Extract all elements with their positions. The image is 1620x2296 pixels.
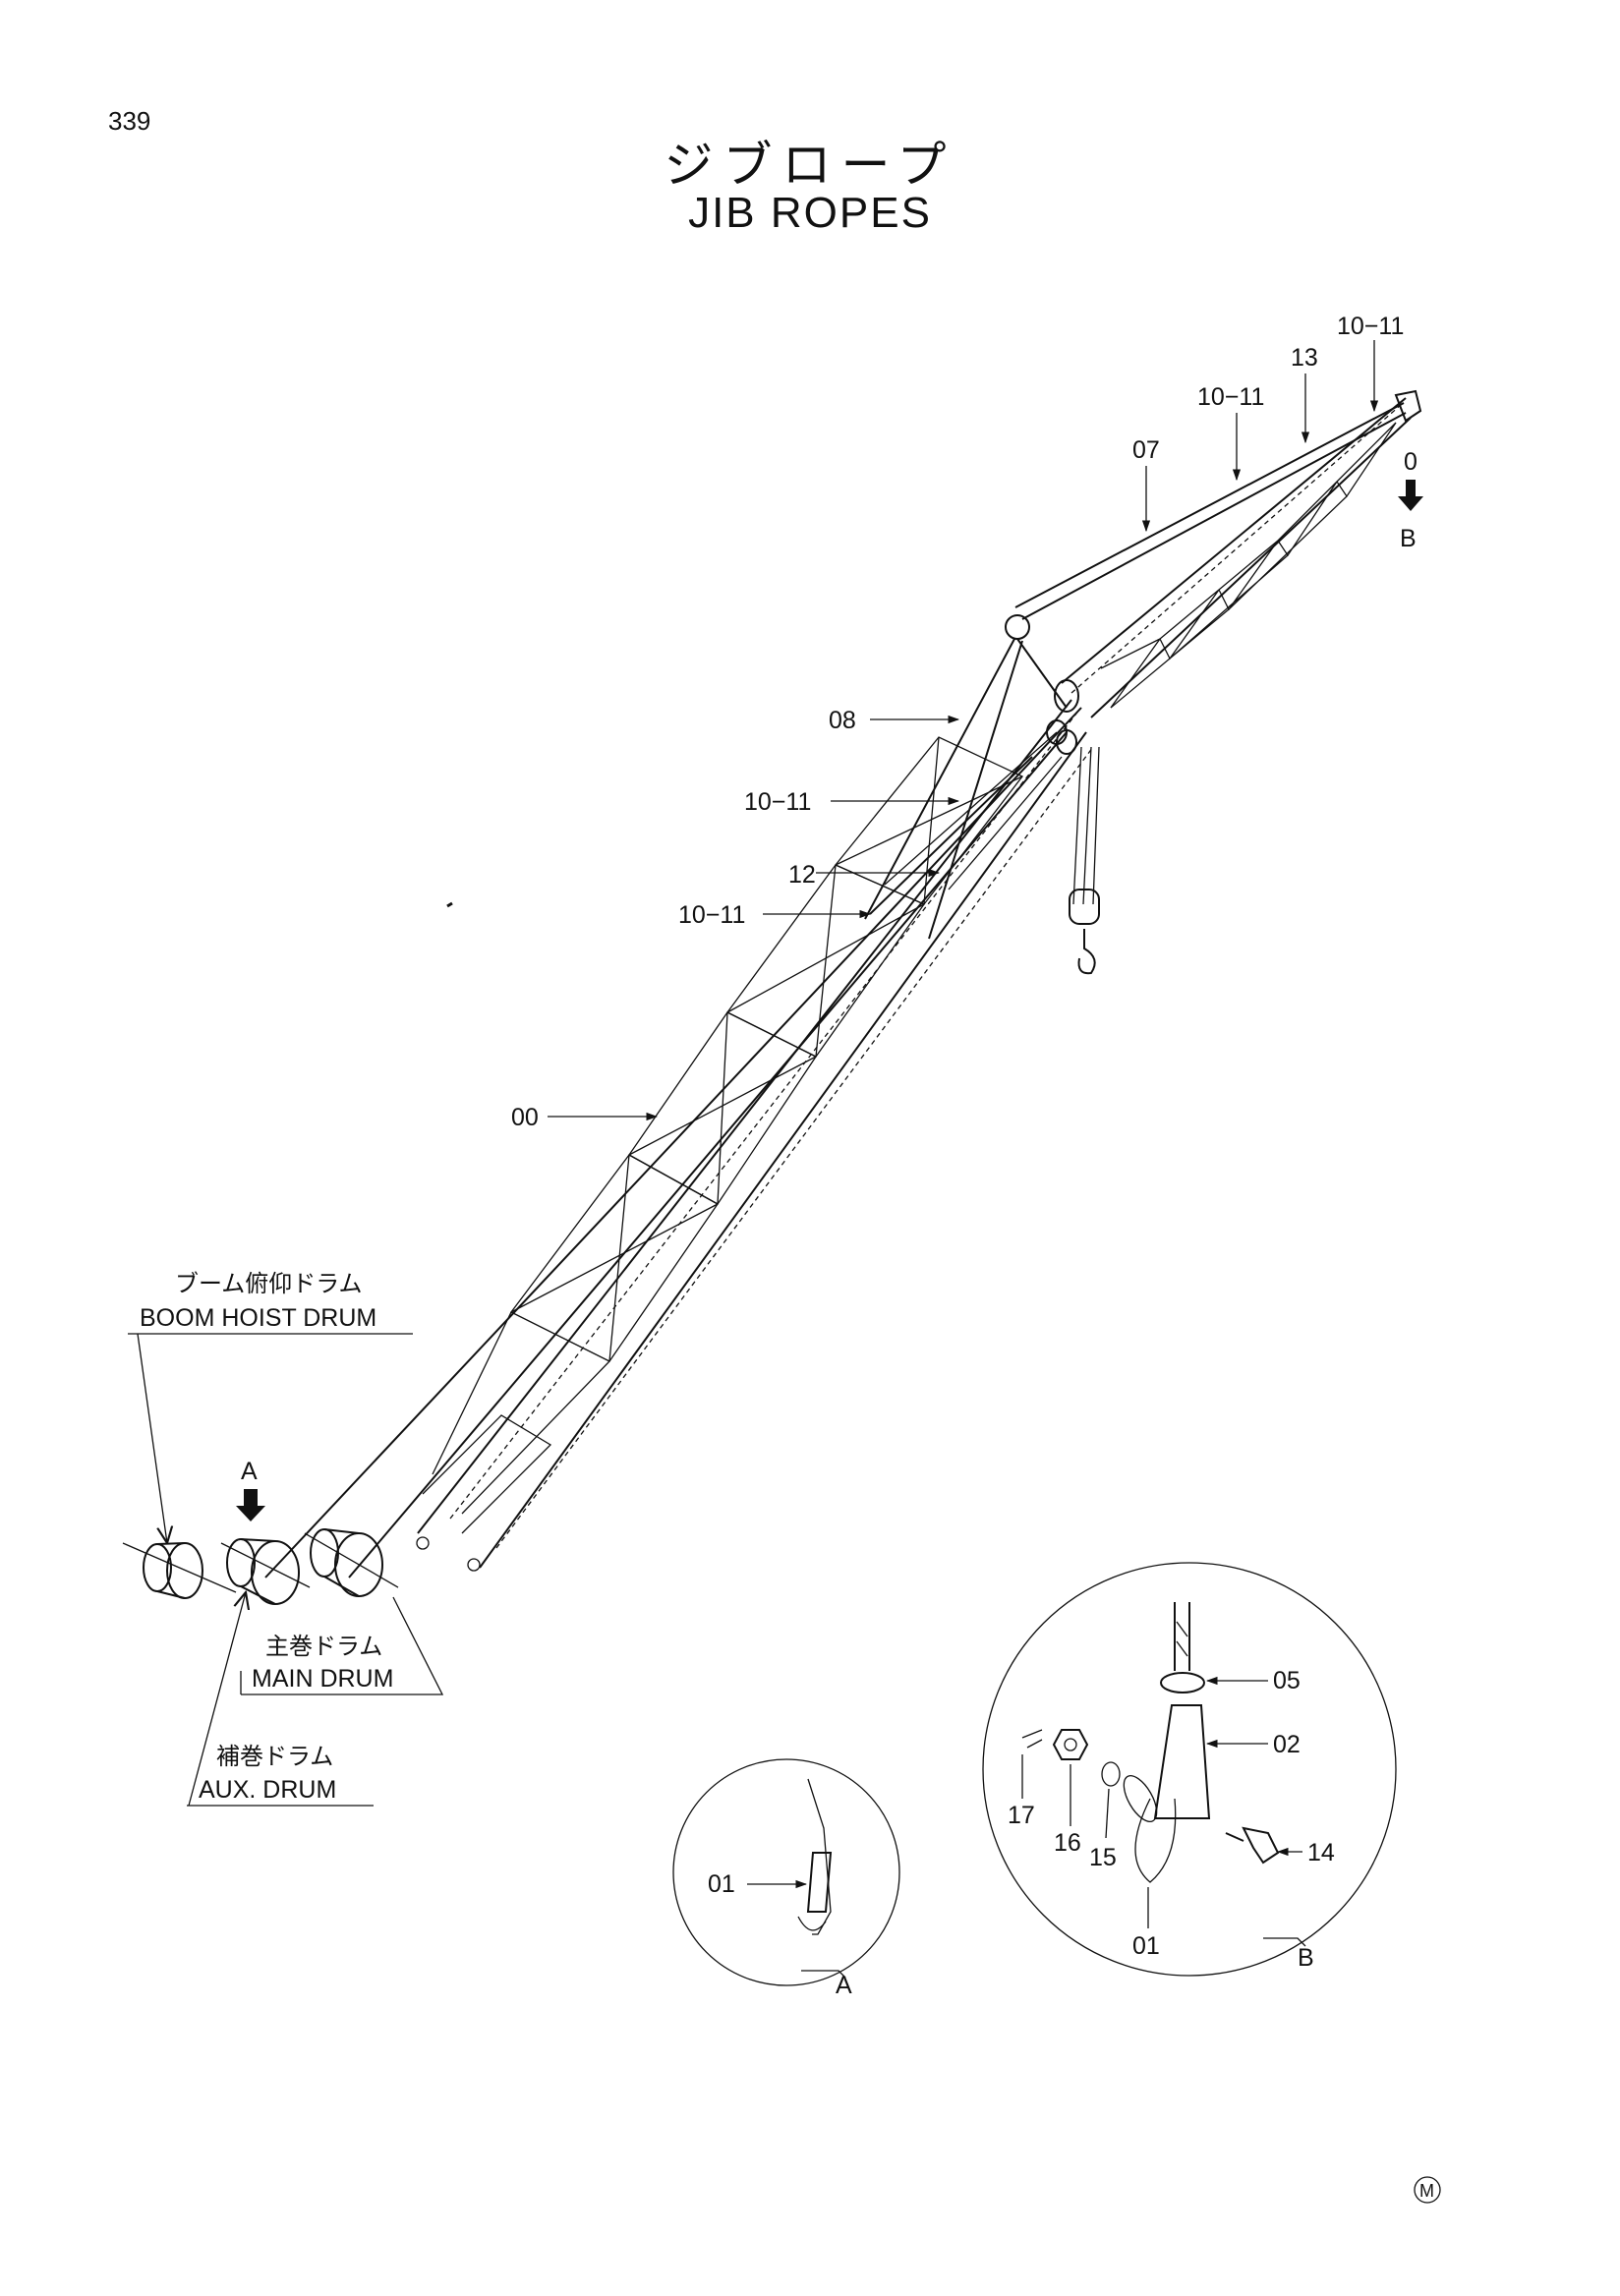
aux-drum <box>304 1528 399 1597</box>
main-drum-label-jp: 主巻ドラム <box>265 1633 382 1660</box>
m-mark: M <box>1414 2176 1441 2204</box>
callout-12: 12 <box>788 861 816 889</box>
page-title-jp: ジブロープ <box>664 137 956 194</box>
main-drum <box>220 1538 311 1605</box>
view-b-marker-label: B <box>1400 525 1417 552</box>
detail-view-a: 01 A <box>672 1758 900 1999</box>
detail-b-part-15: 15 <box>1089 1844 1117 1871</box>
detail-view-b: 05 02 17 16 15 14 01 B <box>982 1562 1397 1977</box>
boom-hoist-drum <box>122 1542 237 1599</box>
detail-b-part-14: 14 <box>1307 1839 1335 1866</box>
print-speck <box>446 901 453 908</box>
detail-a-part-01: 01 <box>708 1870 735 1898</box>
boom-lattice <box>416 699 1094 1572</box>
drum-labels: ブーム俯仰ドラム BOOM HOIST DRUM 主巻ドラム MAIN DRUM… <box>128 1270 444 1807</box>
detail-b-part-05: 05 <box>1273 1667 1301 1694</box>
detail-a-caption: A <box>836 1972 852 1999</box>
detail-b-caption: B <box>1298 1944 1314 1972</box>
detail-b-part-16: 16 <box>1054 1829 1081 1857</box>
view-a-marker-label: A <box>241 1458 258 1485</box>
callout-13: 13 <box>1291 344 1318 372</box>
boom-hoist-drum-label-en: BOOM HOIST DRUM <box>140 1304 376 1332</box>
jib-strut-and-ropes <box>264 402 1407 1578</box>
page-title-en: JIB ROPES <box>688 189 932 237</box>
view-marker-a: A <box>236 1458 265 1521</box>
hook-block <box>1069 746 1100 975</box>
callout-10-11-mid: 10−11 <box>744 788 811 816</box>
callout-10-11-top: 10−11 <box>1337 313 1404 340</box>
callouts: 10−11 13 10−11 07 08 10−11 12 10−11 00 <box>511 313 1404 1131</box>
detail-b-part-02: 02 <box>1273 1731 1301 1758</box>
jib-lattice <box>1061 389 1422 718</box>
page-number: 339 <box>108 106 151 136</box>
callout-00: 00 <box>511 1104 539 1131</box>
callout-0b: 0 <box>1404 448 1418 476</box>
aux-drum-label-en: AUX. DRUM <box>199 1776 336 1804</box>
m-mark-letter: M <box>1419 2181 1434 2201</box>
callout-08: 08 <box>829 707 856 734</box>
detail-b-part-01: 01 <box>1132 1932 1160 1960</box>
callout-10-11-lower: 10−11 <box>678 901 745 929</box>
aux-drum-label-jp: 補巻ドラム <box>216 1743 333 1770</box>
boom-hoist-drum-label-jp: ブーム俯仰ドラム <box>175 1270 363 1297</box>
view-marker-b: 0 B <box>1398 448 1423 552</box>
callout-07: 07 <box>1132 436 1160 464</box>
main-drum-label-en: MAIN DRUM <box>252 1665 393 1693</box>
callout-10-11-upper: 10−11 <box>1197 383 1264 411</box>
detail-b-part-17: 17 <box>1008 1802 1035 1829</box>
